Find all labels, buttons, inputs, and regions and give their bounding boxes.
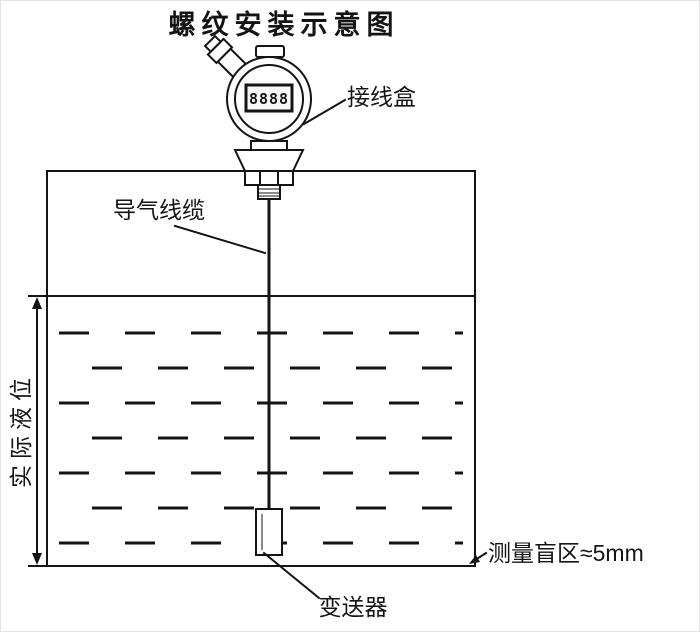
blind-zone-arrow [469, 551, 488, 564]
diagram-title: 螺纹安装示意图 [169, 9, 400, 40]
head-neck [250, 140, 288, 151]
junction-box-label: 接线盒 [347, 84, 416, 110]
transmitter-leader [262, 551, 321, 600]
probe-body [255, 508, 283, 556]
lcd-display: 8888 [244, 83, 294, 113]
transmitter-head: 8888 [203, 34, 312, 200]
lcd-digits: 8888 [249, 90, 289, 108]
transmitter-label: 变送器 [319, 594, 388, 620]
level-dimension-arrow [32, 297, 42, 565]
actual-level-label: 实际液位 [8, 372, 34, 488]
junction-box-leader [302, 98, 347, 126]
blind-zone-label: 测量盲区≈5mm [488, 540, 644, 566]
thread-connection [257, 184, 281, 200]
mounting-bracket [233, 149, 305, 172]
head-cover-cap [255, 45, 285, 58]
vent-cable-label: 导气线缆 [113, 197, 205, 223]
vent-cable-leader [173, 224, 267, 255]
head-housing-inner [234, 64, 304, 134]
hex-nut [244, 170, 294, 186]
